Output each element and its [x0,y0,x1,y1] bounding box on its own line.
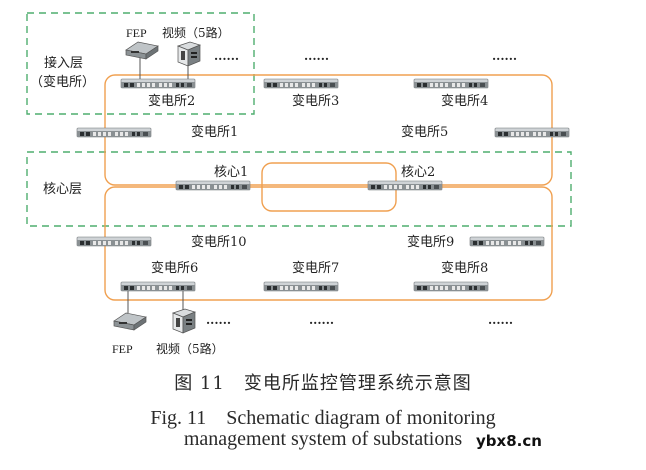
label-core-2: 核心2 [401,165,435,180]
label-substation-6: 变电所6 [151,260,198,276]
caption-english-line2: management system of substations [183,428,463,450]
ellipsis-top-right: ...... [492,49,517,63]
core-layer-label: 核心层 [43,182,82,197]
fep-label-top: FEP [126,26,147,40]
label-substation-4: 变电所4 [441,93,488,109]
ellipsis-bottom-middle: ...... [309,313,334,327]
switch-core-2 [367,180,443,191]
access-layer-label: 接入层 [44,55,83,71]
video-label-top: 视频（5路） [162,25,230,40]
switch-substation-6 [120,281,196,292]
video-device-bottom-icon [172,308,196,334]
switch-substation-2 [120,78,196,89]
label-substation-9: 变电所9 [407,234,454,250]
fep-label-bottom: FEP [112,342,133,356]
switch-substation-7 [263,281,339,292]
core-layer-box [26,151,572,227]
switch-substation-5 [494,127,570,138]
label-substation-8: 变电所8 [441,260,488,276]
access-layer-box [26,12,255,115]
ellipsis-access: ...... [214,49,239,63]
ellipsis-bottom-left: ...... [206,313,231,327]
label-core-1: 核心1 [214,165,248,180]
switch-core-1 [175,180,251,191]
access-layer-sublabel: （变电所） [30,74,95,90]
label-substation-10: 变电所10 [191,234,247,250]
video-label-bottom: 视频（5路） [156,341,224,356]
label-substation-2: 变电所2 [148,93,195,109]
ellipsis-bottom-right: ...... [488,313,513,327]
label-substation-7: 变电所7 [292,260,339,276]
switch-substation-9 [469,236,545,247]
label-substation-1: 变电所1 [191,124,238,140]
ellipsis-top-middle: ...... [304,49,329,63]
label-substation-5: 变电所5 [401,124,448,140]
fep-device-bottom-icon [113,312,147,331]
caption-english-line1: Fig. 11 Schematic diagram of monitoring [150,407,496,429]
switch-substation-8 [413,281,489,292]
video-device-top-icon [177,41,201,67]
label-substation-3: 变电所3 [292,93,339,109]
watermark: ybx8.cn [476,432,542,450]
upper-ring [104,74,553,186]
switch-substation-1 [76,127,152,138]
fep-device-top-icon [125,41,159,60]
caption-chinese: 图 11 变电所监控管理系统示意图 [174,373,472,394]
switch-substation-10 [76,236,152,247]
switch-substation-3 [263,78,339,89]
switch-substation-4 [413,78,489,89]
